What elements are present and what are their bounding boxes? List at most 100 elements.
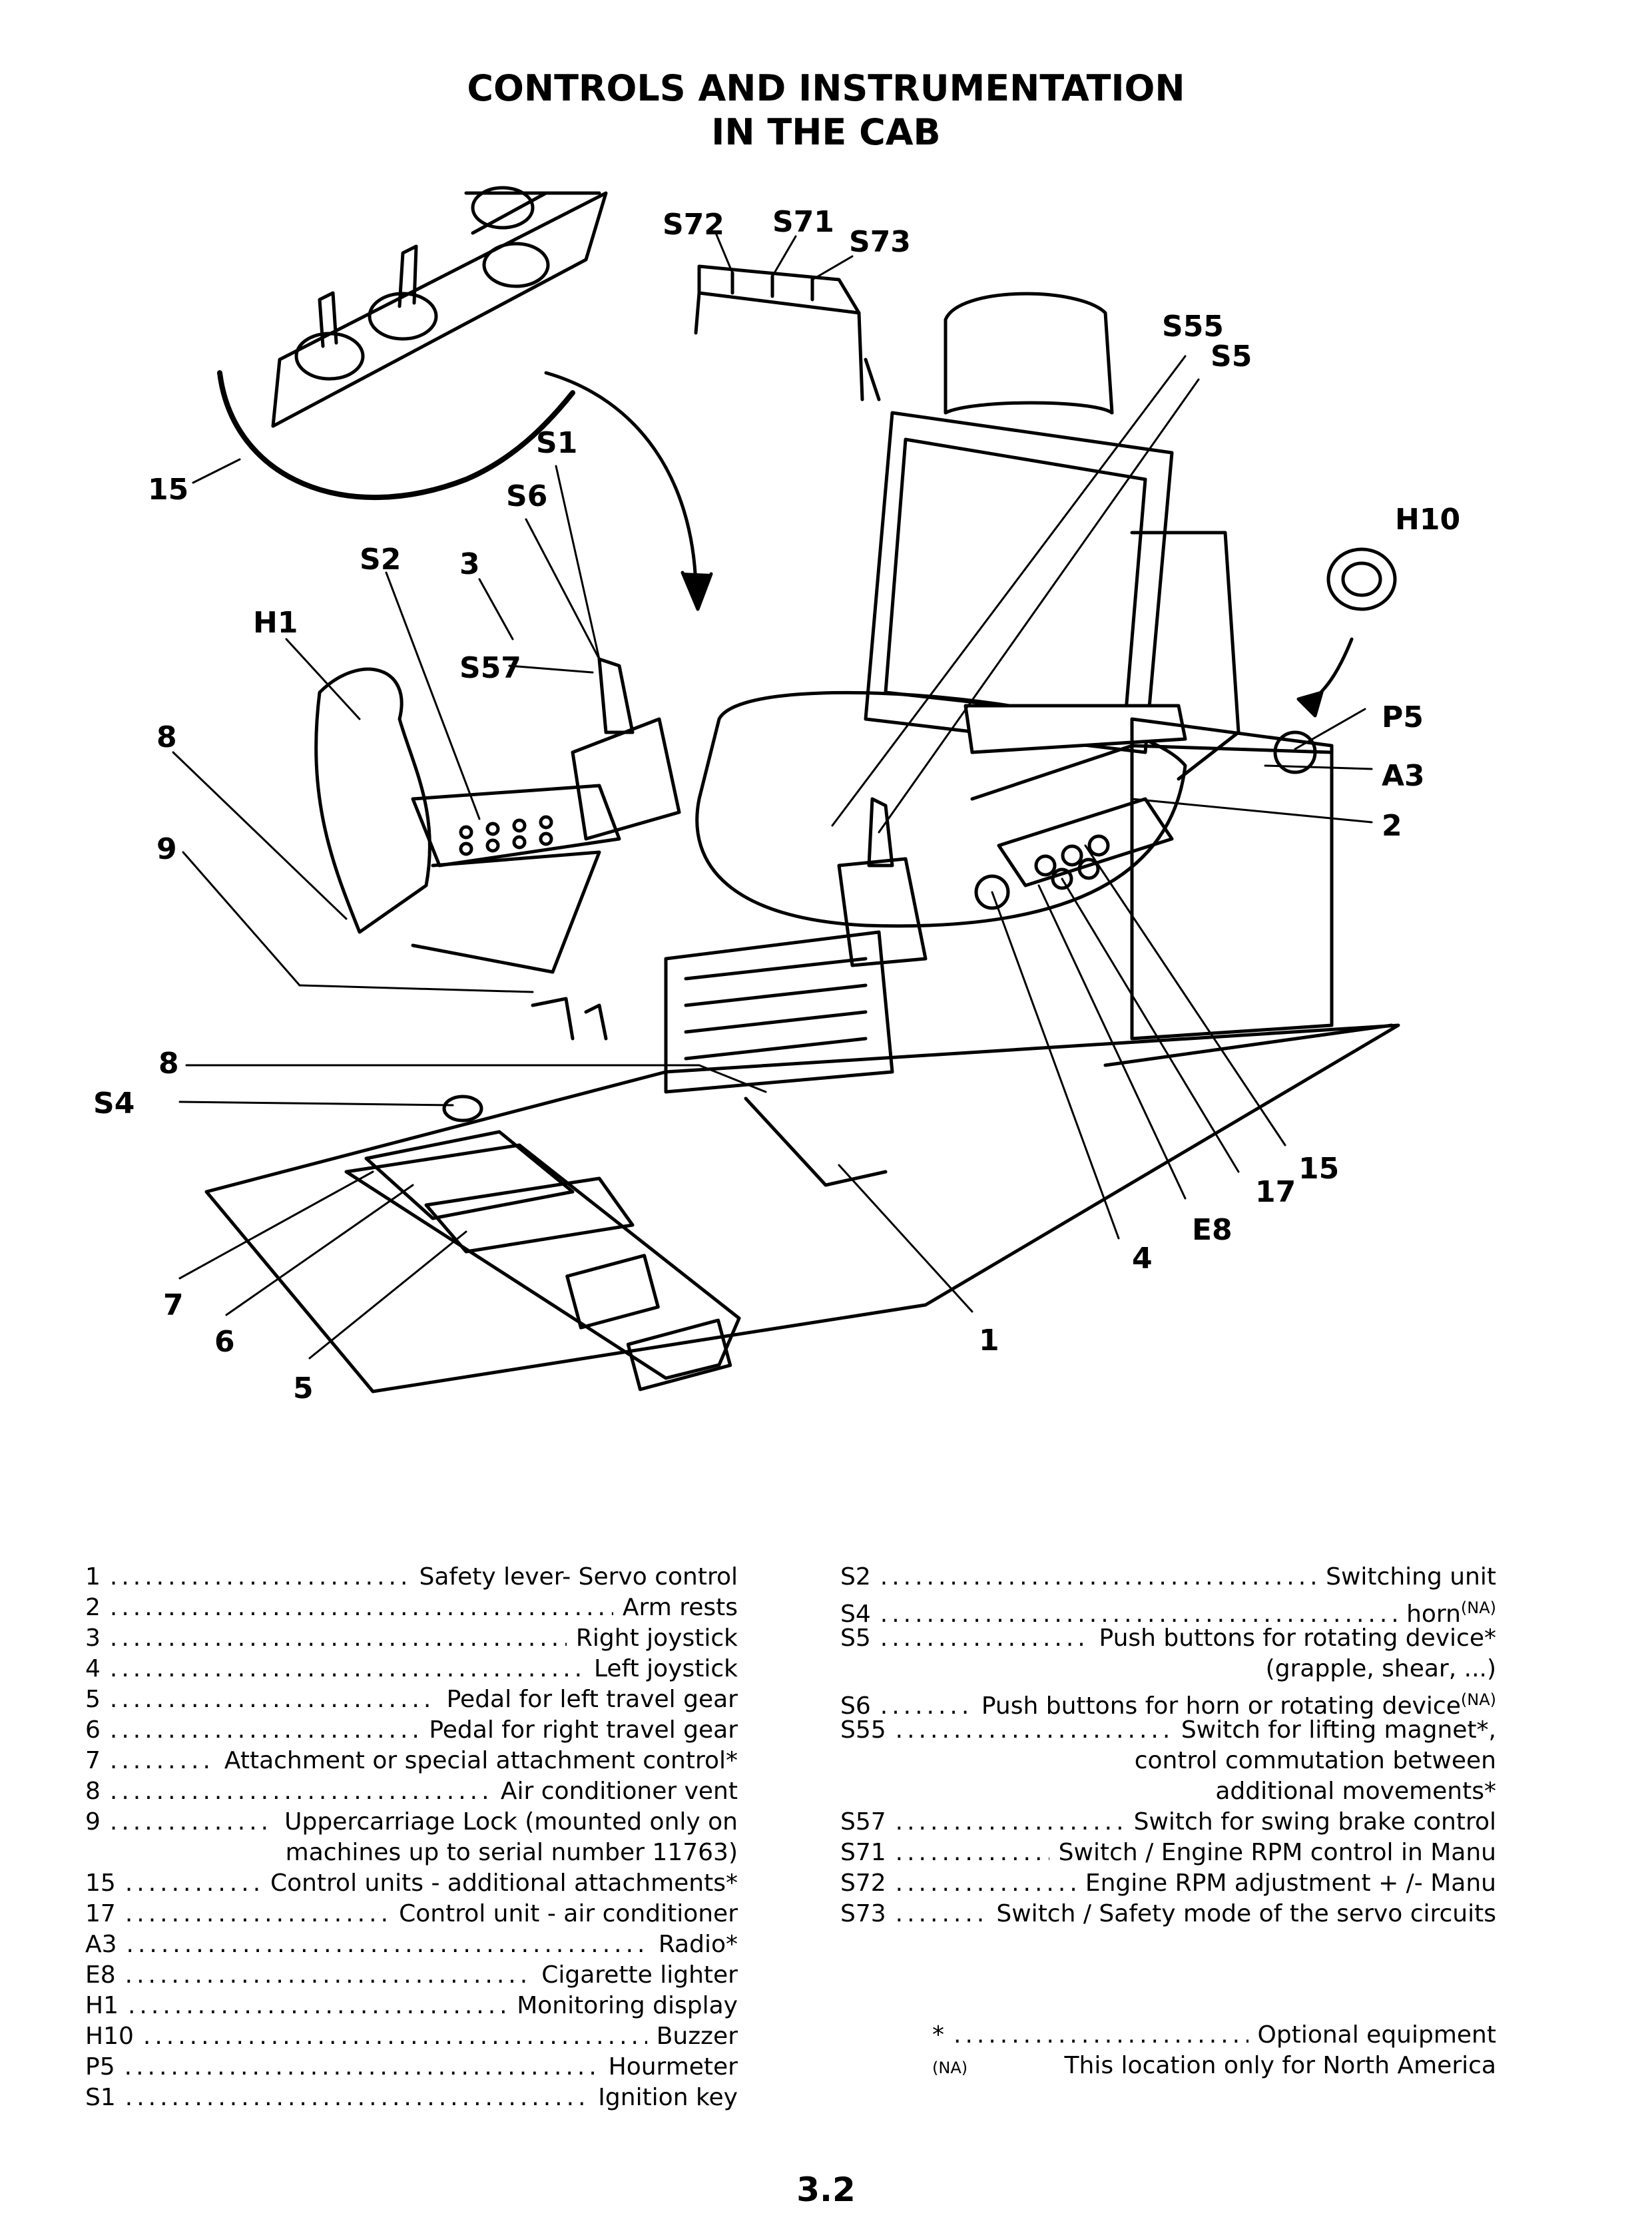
legend-key: S1	[85, 2084, 116, 2111]
legend-sup: (NA)	[1460, 1690, 1496, 1709]
note-star-symbol: *	[932, 2021, 944, 2049]
legend-key: S6	[840, 1692, 871, 1720]
callout-s71: S71	[772, 205, 834, 239]
callout-h10: H10	[1395, 503, 1460, 537]
callout-h1: H1	[253, 606, 298, 640]
legend-row: E8......................................…	[85, 1960, 738, 1991]
callout-7: 7	[163, 1288, 184, 1322]
legend-key: 17	[85, 1900, 116, 1927]
note-north-america: (NA) This location only for North Americ…	[932, 2051, 1496, 2081]
legend-desc: additional movements*	[1215, 1778, 1496, 1805]
legend-key: H10	[85, 2023, 134, 2050]
callout-6: 6	[214, 1325, 235, 1359]
page-title: CONTROLS AND INSTRUMENTATION IN THE CAB	[0, 67, 1652, 154]
legend-row: H1......................................…	[85, 1991, 738, 2021]
callout-9: 9	[156, 832, 177, 866]
callout-2: 2	[1382, 809, 1402, 843]
legend-row: 9.......................................…	[85, 1807, 738, 1838]
legend-row: P5......................................…	[85, 2052, 738, 2083]
legend-desc: Attachment or special attachment control…	[224, 1747, 738, 1774]
inset-arrow	[544, 371, 698, 588]
legend-key: 3	[85, 1624, 101, 1652]
legend-key: P5	[85, 2053, 115, 2081]
legend-right-column: S2......................................…	[840, 1562, 1496, 1929]
legend-key: 2	[85, 1594, 101, 1621]
legend-desc: Engine RPM adjustment + /- Manu	[1085, 1869, 1496, 1897]
legend-row: S55.....................................…	[840, 1715, 1496, 1746]
legend-desc: Hourmeter	[608, 2053, 738, 2081]
legend-key: S72	[840, 1869, 886, 1897]
legend-key: S2	[840, 1563, 871, 1591]
note-optional-equipment: * ......................................…	[932, 2020, 1496, 2051]
legend-desc: Switch / Safety mode of the servo circui…	[996, 1900, 1496, 1927]
right-console	[970, 547, 1397, 1041]
legend-desc: Uppercarriage Lock (mounted only on	[284, 1808, 738, 1836]
callout-a3: A3	[1382, 759, 1425, 793]
legend-desc: Switch for swing brake control	[1133, 1808, 1496, 1836]
legend-desc: Cigarette lighter	[541, 1961, 738, 1989]
legend-desc: Push buttons for horn or rotating device…	[981, 1690, 1496, 1720]
legend-desc: Buzzer	[656, 2023, 738, 2050]
legend-row: S5......................................…	[840, 1623, 1496, 1654]
legend-desc: Pedal for right travel gear	[429, 1716, 738, 1744]
legend-row: S73.....................................…	[840, 1899, 1496, 1929]
callout-s72: S72	[663, 208, 724, 242]
left-console	[314, 657, 928, 974]
legend-key: S73	[840, 1900, 886, 1927]
callout-s55: S55	[1162, 310, 1224, 344]
legend-row: S1......................................…	[85, 2083, 738, 2113]
callout-e8: E8	[1192, 1213, 1233, 1247]
legend-key: 1	[85, 1563, 101, 1591]
legend-key: 7	[85, 1747, 101, 1774]
legend-desc: Push buttons for rotating device*	[1099, 1624, 1496, 1652]
legend-desc: (grapple, shear, ...)	[1265, 1655, 1496, 1682]
legend-row: S72.....................................…	[840, 1868, 1496, 1899]
legend-desc: control commutation between	[1134, 1747, 1496, 1774]
legend-key: S5	[840, 1624, 871, 1652]
legend-key: E8	[85, 1961, 116, 1989]
legend-row: S2......................................…	[840, 1562, 1496, 1593]
legend-desc: Safety lever- Servo control	[419, 1563, 738, 1591]
callout-1: 1	[979, 1324, 999, 1358]
legend-row: 8.......................................…	[85, 1776, 738, 1807]
legend-desc: Arm rests	[622, 1594, 738, 1621]
legend-row: control commutation between	[840, 1746, 1496, 1776]
legend-desc: Control unit - air conditioner	[399, 1900, 738, 1927]
legend-desc: Switching unit	[1326, 1563, 1496, 1591]
callout-s6: S6	[506, 479, 547, 513]
legend-row: S71.....................................…	[840, 1838, 1496, 1868]
legend-row: 2.......................................…	[85, 1593, 738, 1623]
legend-key: 8	[85, 1778, 101, 1805]
legend-key: S57	[840, 1808, 886, 1836]
legend-row: 5.......................................…	[85, 1684, 738, 1715]
callout-s2: S2	[360, 543, 401, 577]
legend-key: A3	[85, 1931, 117, 1958]
page-title-line-1: CONTROLS AND INSTRUMENTATION	[467, 67, 1185, 109]
note-na-desc: This location only for North America	[1064, 2052, 1496, 2079]
legend-row: 1.......................................…	[85, 1562, 738, 1593]
legend-key: 4	[85, 1655, 101, 1682]
legend-row: 6.......................................…	[85, 1715, 738, 1746]
page-title-line-2: IN THE CAB	[711, 111, 941, 153]
legend-row: 4.......................................…	[85, 1654, 738, 1684]
callout-s1: S1	[536, 426, 577, 460]
legend-row: S57.....................................…	[840, 1807, 1496, 1838]
callout-5: 5	[293, 1371, 314, 1405]
callout-s5: S5	[1211, 340, 1252, 373]
legend-key: S71	[840, 1839, 886, 1866]
note-star-desc: Optional equipment	[1257, 2021, 1496, 2049]
legend-key: 15	[85, 1869, 116, 1897]
ignition-inset-detail	[217, 186, 608, 501]
legend-desc: Pedal for left travel gear	[446, 1686, 738, 1713]
legend-row: 17......................................…	[85, 1899, 738, 1929]
legend-row: S4......................................…	[840, 1593, 1496, 1628]
legend-desc: Control units - additional attachments*	[270, 1869, 738, 1897]
legend-desc: Right joystick	[575, 1624, 738, 1652]
legend-row: (grapple, shear, ...)	[840, 1654, 1496, 1684]
legend-desc: Ignition key	[598, 2084, 738, 2111]
callout-s73: S73	[849, 225, 911, 259]
legend-row: 7.......................................…	[85, 1746, 738, 1776]
legend-notes: * ......................................…	[932, 2020, 1496, 2081]
legend-row: 3.......................................…	[85, 1623, 738, 1654]
legend-row: S6......................................…	[840, 1684, 1496, 1720]
